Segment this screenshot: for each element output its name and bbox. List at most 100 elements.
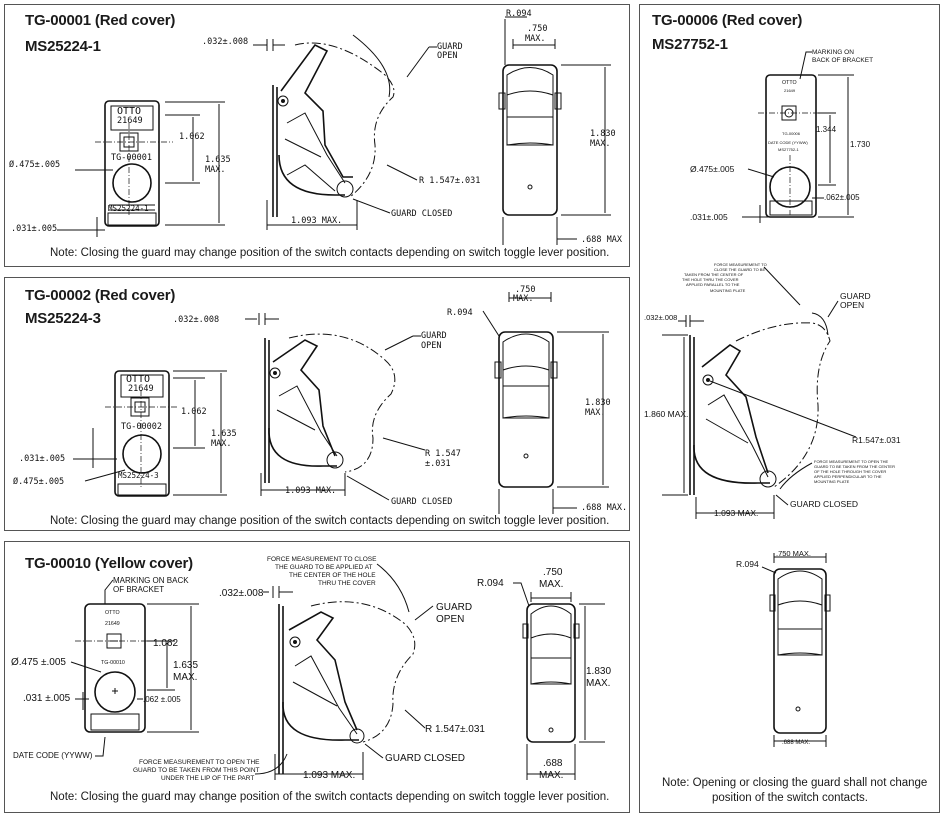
dim-031: .031±.005 <box>690 212 728 222</box>
dim-1093: 1.093 MAX. <box>285 486 336 496</box>
panel-tg-00001: TG-00001 (Red cover) MS25224-1 OTTO 2164… <box>4 4 630 267</box>
dim-1830: 1.830 <box>586 666 611 677</box>
label-code: 21649 <box>117 116 143 126</box>
dim-475: Ø.475 ±.005 <box>11 657 66 668</box>
dim-1635-max: MAX. <box>205 165 225 175</box>
panel-note-2: position of the switch contacts. <box>712 792 868 804</box>
panel-title: TG-00001 (Red cover) <box>25 12 176 29</box>
label-tg: TG-00001 <box>111 153 152 163</box>
dim-750: .750 MAX. <box>776 549 811 558</box>
dim-031: .031±.005 <box>19 454 65 464</box>
label-r094: R.094 <box>506 9 532 19</box>
dim-475: Ø.475±.005 <box>13 476 64 487</box>
panel-title: TG-00002 (Red cover) <box>25 287 176 304</box>
label-radius-2: ±.031 <box>425 459 451 469</box>
label-guard-open-2: OPEN <box>436 614 464 625</box>
label-otto: OTTO <box>126 374 150 385</box>
panel-tg-00002: TG-00002 (Red cover) MS25224-3 OTTO 2164… <box>4 277 630 531</box>
label-radius-1: R 1.547 <box>425 449 461 459</box>
dim-1860: 1.860 MAX. <box>644 409 688 419</box>
fc-2: CLOSE THE GUARD TO BE <box>714 267 765 272</box>
label-tg: TG-00002 <box>121 422 162 432</box>
front-view: OTTO 21649 TG-00001 MS25224-1 1.062 1.63… <box>9 100 231 237</box>
dim-1830-max: MAX. <box>585 408 605 418</box>
force-open-2: GUARD TO BE TAKEN FROM THIS POINT <box>133 767 260 774</box>
dim-1344: 1.344 <box>816 125 837 134</box>
fc-4: THE HOLE THRU THE COVER <box>682 277 739 282</box>
label-tg: TG-00010 <box>101 660 125 666</box>
dim-750-max: MAX. <box>513 294 533 304</box>
dim-1830-max: MAX. <box>590 139 610 149</box>
fo-5: MOUNTING PLATE <box>814 479 850 484</box>
panel-note-1: Note: Opening or closing the guard shall… <box>662 777 928 789</box>
label-guard-open-1: GUARD <box>437 42 463 52</box>
label-r094: R.094 <box>736 559 759 569</box>
label-guard-open-1: GUARD <box>840 291 871 301</box>
dim-1093: 1.093 MAX. <box>714 508 758 518</box>
label-marking-1: MARKING ON <box>812 49 854 56</box>
label-code: 21649 <box>105 621 120 627</box>
label-guard-closed: GUARD CLOSED <box>790 499 858 509</box>
label-otto: OTTO <box>782 80 797 86</box>
back-view: .750 MAX. R.094 .688 MAX. <box>736 549 831 747</box>
label-guard-closed: GUARD CLOSED <box>391 497 452 507</box>
dim-750-max: MAX. <box>525 34 545 44</box>
dim-062: .062±.005 <box>824 193 860 202</box>
dim-750: .750 <box>515 285 535 295</box>
label-code: 21649 <box>784 88 796 93</box>
label-date-1: DATE CODE (YYWW) <box>768 140 808 145</box>
dim-1830-max: MAX. <box>586 678 610 689</box>
drawing-tg-00006: MARKING ON BACK OF BRACKET OTTO 21649 TG… <box>644 49 901 747</box>
dim-1062: 1.062 <box>179 132 205 142</box>
dim-032: .032±.008 <box>219 588 264 599</box>
dim-031: .031±.005 <box>11 224 57 234</box>
dim-032: .032±.008 <box>202 37 248 47</box>
dim-1830: 1.830 <box>585 398 611 408</box>
label-guard-closed: GUARD CLOSED <box>391 209 452 219</box>
dim-688: .688 MAX. <box>581 503 627 513</box>
label-r094: R.094 <box>477 578 504 589</box>
dim-1093: 1.093 MAX. <box>291 216 342 226</box>
label-guard-open-2: OPEN <box>421 341 441 351</box>
panel-note: Note: Closing the guard may change posit… <box>50 247 610 259</box>
label-r094: R.094 <box>447 308 473 318</box>
label-radius: R 1.547±.031 <box>425 724 485 735</box>
fc-3: TAKEN FROM THE CENTER OF <box>684 272 744 277</box>
panel-title: TG-00006 (Red cover) <box>652 12 803 29</box>
dim-750-max: MAX. <box>539 579 563 590</box>
dim-1635: 1.635 <box>173 660 198 671</box>
force-close-1: FORCE MEASUREMENT TO CLOSE <box>267 556 377 563</box>
label-guard-open-1: GUARD <box>421 331 447 341</box>
panel-note: Note: Closing the guard may change posit… <box>50 515 610 527</box>
dim-475: Ø.475±.005 <box>9 159 60 170</box>
panel-subtitle: MS27752-1 <box>652 36 728 53</box>
label-otto: OTTO <box>117 106 141 117</box>
force-open-3: UNDER THE LIP OF THE PART <box>161 775 254 782</box>
label-ms: MS25224-3 <box>118 471 159 480</box>
fo-1: FORCE MEASUREMENT TO OPEN THE <box>814 459 888 464</box>
dim-1730: 1.730 <box>850 140 871 149</box>
label-guard-closed: GUARD CLOSED <box>385 753 465 764</box>
label-radius: R1.547±.031 <box>852 435 901 445</box>
force-close-4: THRU THE COVER <box>318 580 376 587</box>
label-date-code: DATE CODE (YYWW) <box>13 751 93 760</box>
label-radius: R 1.547±.031 <box>419 176 480 186</box>
panel-subtitle: MS25224-1 <box>25 38 101 55</box>
back-view: R.094 .750 MAX. 1.830 MAX. .688 MAX. <box>477 567 611 781</box>
fo-4: APPLIED PERPENDICULAR TO THE <box>814 474 882 479</box>
dim-1635: 1.635 <box>211 429 237 439</box>
front-view: MARKING ON BACK OF BRACKET OTTO 21649 TG… <box>11 576 199 760</box>
label-otto: OTTO <box>105 610 120 616</box>
label-tg: TG-00006 <box>782 131 801 136</box>
force-close-2: THE GUARD TO BE APPLIED AT <box>275 564 373 571</box>
front-view: OTTO 21649 TG-00002 MS25224-3 1.062 1.63… <box>13 370 237 497</box>
panel-note: Note: Closing the guard may change posit… <box>50 791 610 803</box>
dim-1635: 1.635 <box>205 155 231 165</box>
panel-tg-00010: TG-00010 (Yellow cover) MARKING ON BACK … <box>4 541 630 813</box>
label-marking-2: OF BRACKET <box>113 585 164 594</box>
drawing-tg-00010: MARKING ON BACK OF BRACKET OTTO 21649 TG… <box>11 556 611 782</box>
fo-2: GUARD TO BE TAKEN FROM THE CENTER <box>814 464 895 469</box>
side-view: FORCE MEASUREMENT TO CLOSE THE GUARD TO … <box>133 556 485 782</box>
label-marking-2: BACK OF BRACKET <box>812 57 873 64</box>
panel-tg-00006: TG-00006 (Red cover) MS27752-1 MARKING O… <box>639 4 940 813</box>
